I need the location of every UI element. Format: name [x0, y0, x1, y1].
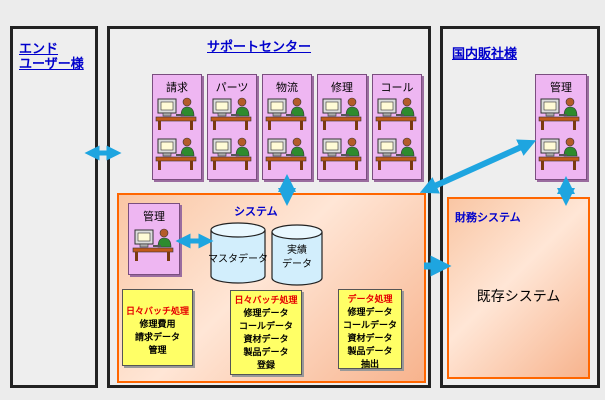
batch-mid-line: コールデータ — [238, 322, 293, 332]
domestic-admin-label: 管理 — [550, 81, 572, 94]
db-results-label-1: 実績 — [287, 245, 307, 256]
db-master-label: マスタデータ — [208, 254, 268, 265]
support-admin-card: 管理 — [128, 203, 180, 275]
finance-system-box — [447, 197, 590, 379]
support-center-title: サポートセンター — [207, 40, 312, 55]
batch-note-left: 日々バッチ処理 修理費用 請求データ 管理 — [122, 289, 193, 366]
operator-icon — [210, 95, 255, 171]
team-label: 物流 — [276, 81, 298, 94]
team-label: コール — [380, 81, 414, 94]
team-label: 修理 — [331, 81, 353, 94]
legacy-system-label: 既存システム — [476, 289, 561, 305]
end-user-panel — [10, 26, 98, 388]
team-card-billing: 請求 — [152, 74, 202, 180]
domestic-sales-title: 国内販社様 — [452, 47, 518, 62]
database-icon-results — [271, 224, 323, 286]
finance-system-title: 財務システム — [455, 211, 521, 224]
end-user-title-line1: エンド — [19, 42, 59, 57]
batch-note-middle: 日々バッチ処理 修理データ コールデータ 資材データ 製品データ 登録 — [230, 290, 302, 375]
batch-right-line: 抽出 — [360, 360, 379, 370]
batch-right-header: データ処理 — [347, 295, 393, 305]
db-results-label-2: データ — [282, 259, 312, 270]
end-user-title-line2: ユーザー様 — [19, 57, 84, 72]
batch-mid-header: 日々バッチ処理 — [234, 296, 298, 306]
database-icon-master — [210, 222, 266, 284]
batch-mid-line: 修理データ — [243, 309, 289, 319]
team-label: パーツ — [215, 81, 249, 94]
operator-icon — [265, 95, 310, 171]
batch-left-line: 請求データ — [134, 333, 180, 343]
team-card-logistics: 物流 — [262, 74, 312, 180]
batch-left-header: 日々バッチ処理 — [125, 307, 189, 317]
operator-icon — [320, 95, 365, 171]
batch-right-line: コールデータ — [342, 321, 397, 331]
batch-mid-line: 登録 — [256, 361, 275, 371]
batch-left-line: 管理 — [148, 346, 167, 356]
operator-icon — [155, 95, 200, 171]
batch-left-line: 修理費用 — [139, 320, 176, 330]
batch-mid-line: 製品データ — [243, 348, 289, 358]
team-card-call: コール — [372, 74, 422, 180]
batch-note-right: データ処理 修理データ コールデータ 資材データ 製品データ 抽出 — [338, 289, 402, 370]
team-card-repair: 修理 — [317, 74, 367, 180]
admin-label: 管理 — [143, 210, 165, 223]
team-label: 請求 — [166, 81, 188, 94]
operator-icon — [538, 95, 583, 171]
team-card-parts: パーツ — [207, 74, 257, 180]
batch-right-line: 資材データ — [347, 334, 393, 344]
batch-right-line: 製品データ — [347, 347, 393, 357]
operator-icon — [132, 226, 177, 262]
domestic-admin-card: 管理 — [535, 74, 587, 180]
batch-right-line: 修理データ — [347, 308, 393, 318]
support-system-title: システム — [234, 205, 278, 218]
operator-icon — [375, 95, 420, 171]
batch-mid-line: 資材データ — [243, 335, 289, 345]
